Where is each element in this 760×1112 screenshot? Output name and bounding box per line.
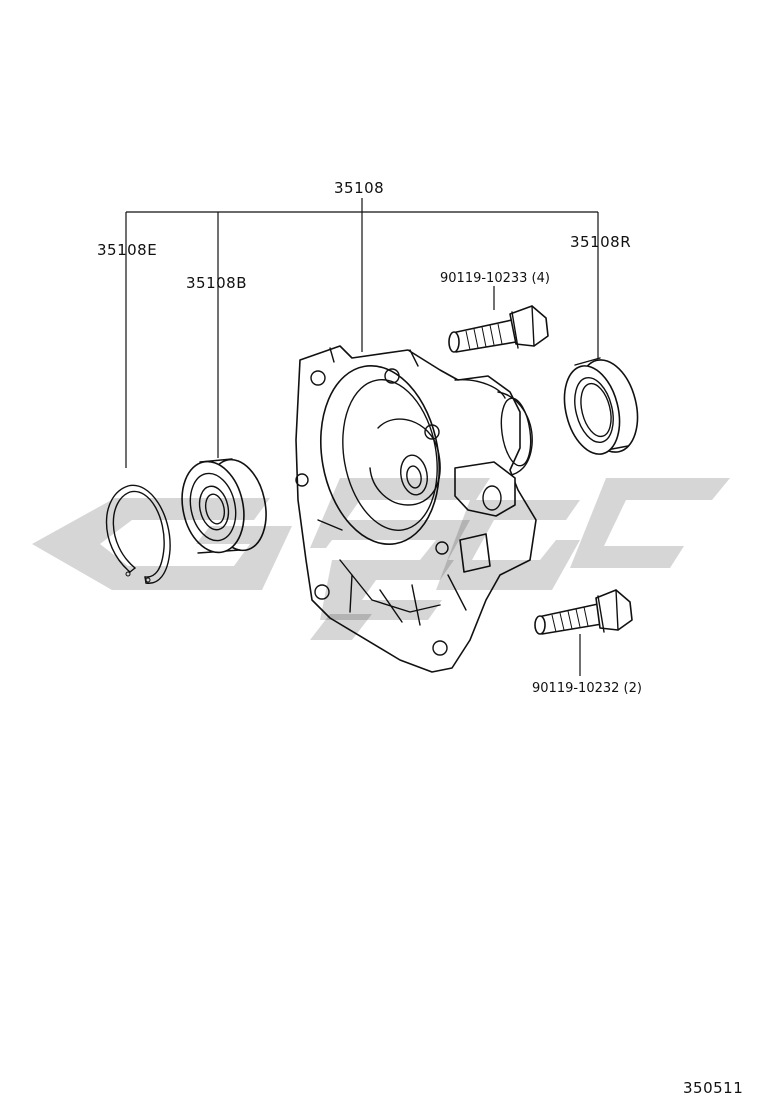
leader-lines (125, 198, 599, 676)
bearing-part[interactable] (174, 454, 274, 558)
lower-bolt-part[interactable] (534, 589, 633, 635)
assembly-label: 35108 (334, 179, 384, 197)
oil-seal-part[interactable] (556, 354, 647, 460)
snap-ring-label: 35108E (97, 241, 157, 259)
upper-bolt-part[interactable] (448, 305, 549, 353)
parts-group (105, 305, 647, 673)
figure-code-label: 350511 (683, 1079, 743, 1097)
lower-bolt-label: 90119-10232 (2) (532, 681, 642, 696)
upper-bolt-label: 90119-10233 (4) (440, 271, 550, 286)
snap-ring-part[interactable] (105, 484, 171, 584)
bearing-label: 35108B (186, 274, 247, 292)
oil-seal-label: 35108R (570, 233, 631, 251)
watermark-logo (32, 478, 730, 640)
extension-housing-part[interactable] (295, 345, 537, 673)
